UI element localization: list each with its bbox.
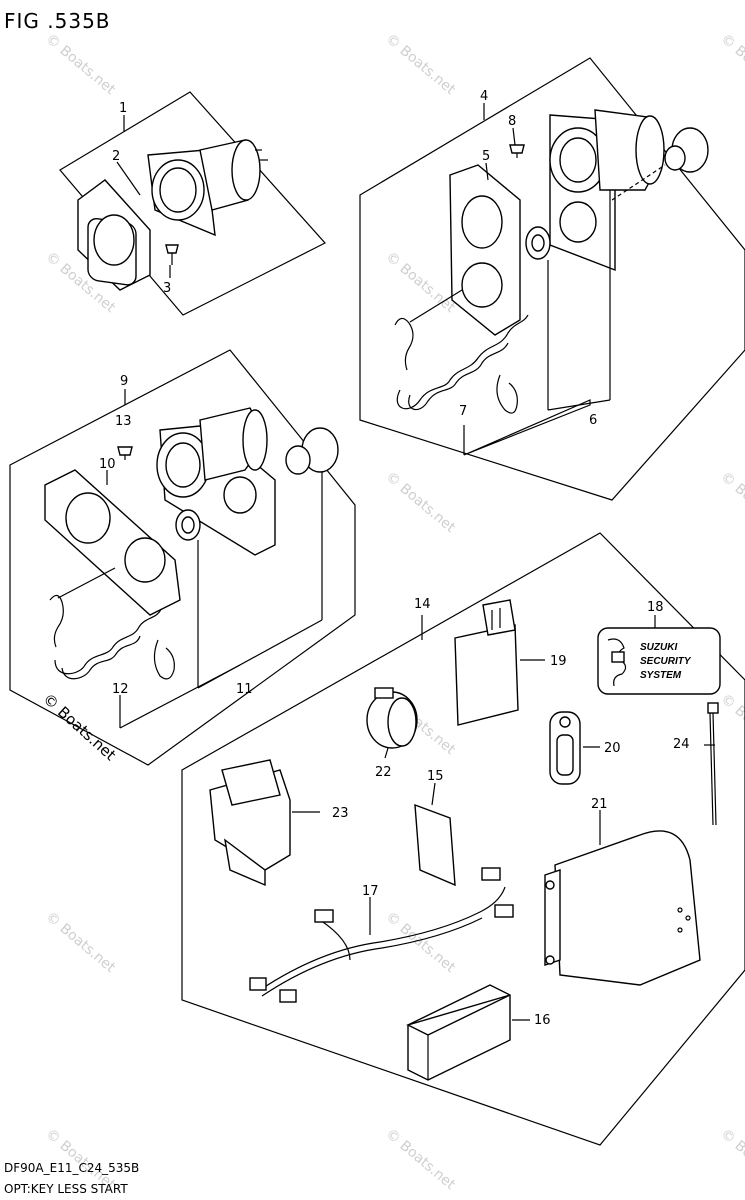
label-11: 11 (236, 682, 253, 697)
part-21-cover (544, 810, 701, 986)
label-24: 24 (673, 737, 690, 752)
part-24-tie (707, 702, 719, 826)
label-6: 6 (589, 413, 597, 428)
part-9-switch (156, 407, 276, 556)
group-box-4 (359, 57, 745, 501)
leader-lines (106, 103, 715, 806)
leader-12b (119, 664, 241, 729)
watermark: © Boats.net (382, 1126, 458, 1193)
part-19-box (454, 599, 545, 726)
part-22-buzzer (366, 687, 418, 749)
label-5: 5 (482, 149, 490, 164)
part-7-lanyard (394, 289, 529, 414)
label-21: 21 (591, 797, 608, 812)
label-10: 10 (99, 457, 116, 472)
label-17: 17 (362, 884, 379, 899)
group-line (463, 399, 591, 456)
label-23: 23 (332, 806, 349, 821)
part-4-knob (611, 127, 709, 201)
watermark: © Boats.net (382, 469, 458, 536)
part-12-lanyard (49, 567, 175, 680)
label-3: 3 (163, 281, 171, 296)
part-11-nut (175, 509, 201, 541)
security-label-line1: SUZUKI (640, 642, 677, 653)
watermark: © Boats.net (382, 31, 458, 98)
group-box-9 (9, 349, 356, 766)
label-19: 19 (550, 654, 567, 669)
watermark: © Boats.net (717, 691, 745, 758)
security-label-line2: SECURITY (640, 656, 692, 667)
watermark: © Boats.net (717, 1126, 745, 1193)
part-20-fob (549, 711, 600, 785)
label-14: 14 (414, 597, 431, 612)
part-9-knob (285, 427, 339, 475)
part-18-security-label: SUZUKI SECURITY SYSTEM (597, 627, 721, 695)
part-15-manual (414, 803, 456, 887)
label-22: 22 (375, 765, 392, 780)
part-23-module (209, 759, 320, 887)
watermark: © Boats.net (717, 31, 745, 98)
label-1: 1 (119, 101, 127, 116)
watermark: © Boats.net (42, 909, 118, 976)
part-1-switch (147, 139, 268, 237)
watermark: © Boats.net (382, 249, 458, 316)
label-8: 8 (508, 114, 516, 129)
label-13: 13 (115, 414, 132, 429)
label-20: 20 (604, 741, 621, 756)
footer-caption: OPT:KEY LESS START (4, 1182, 128, 1196)
part-8-screw (509, 144, 525, 158)
part-2-bezel (77, 179, 151, 291)
watermark: © Boats.net (382, 909, 458, 976)
leader-6c (547, 399, 611, 411)
part-17-harness (249, 867, 514, 1003)
label-7: 7 (459, 404, 467, 419)
part-16-tray (406, 984, 530, 1081)
part-3-screw (165, 244, 179, 265)
label-2: 2 (112, 149, 120, 164)
label-9: 9 (120, 374, 128, 389)
security-label-line3: SYSTEM (640, 670, 682, 681)
footer-code: DF90A_E11_C24_535B (4, 1161, 139, 1175)
watermark-dark: © Boats.net (39, 690, 119, 765)
label-4: 4 (480, 89, 488, 104)
group-box-14 (181, 532, 745, 1146)
part-4-switch (549, 109, 665, 272)
part-10-bezel (44, 469, 181, 616)
label-18: 18 (647, 600, 664, 615)
watermark: © Boats.net (42, 31, 118, 98)
figure-title: FIG .535B (4, 9, 111, 33)
part-13-screw (117, 446, 133, 460)
label-16: 16 (534, 1013, 551, 1028)
label-15: 15 (427, 769, 444, 784)
part-5-bezel (449, 164, 521, 336)
part-6-nut (525, 226, 551, 260)
label-12: 12 (112, 682, 129, 697)
watermark: © Boats.net (717, 469, 745, 536)
part-labels: 1 2 3 4 5 6 7 8 9 10 11 12 13 14 15 16 1… (99, 89, 690, 1028)
